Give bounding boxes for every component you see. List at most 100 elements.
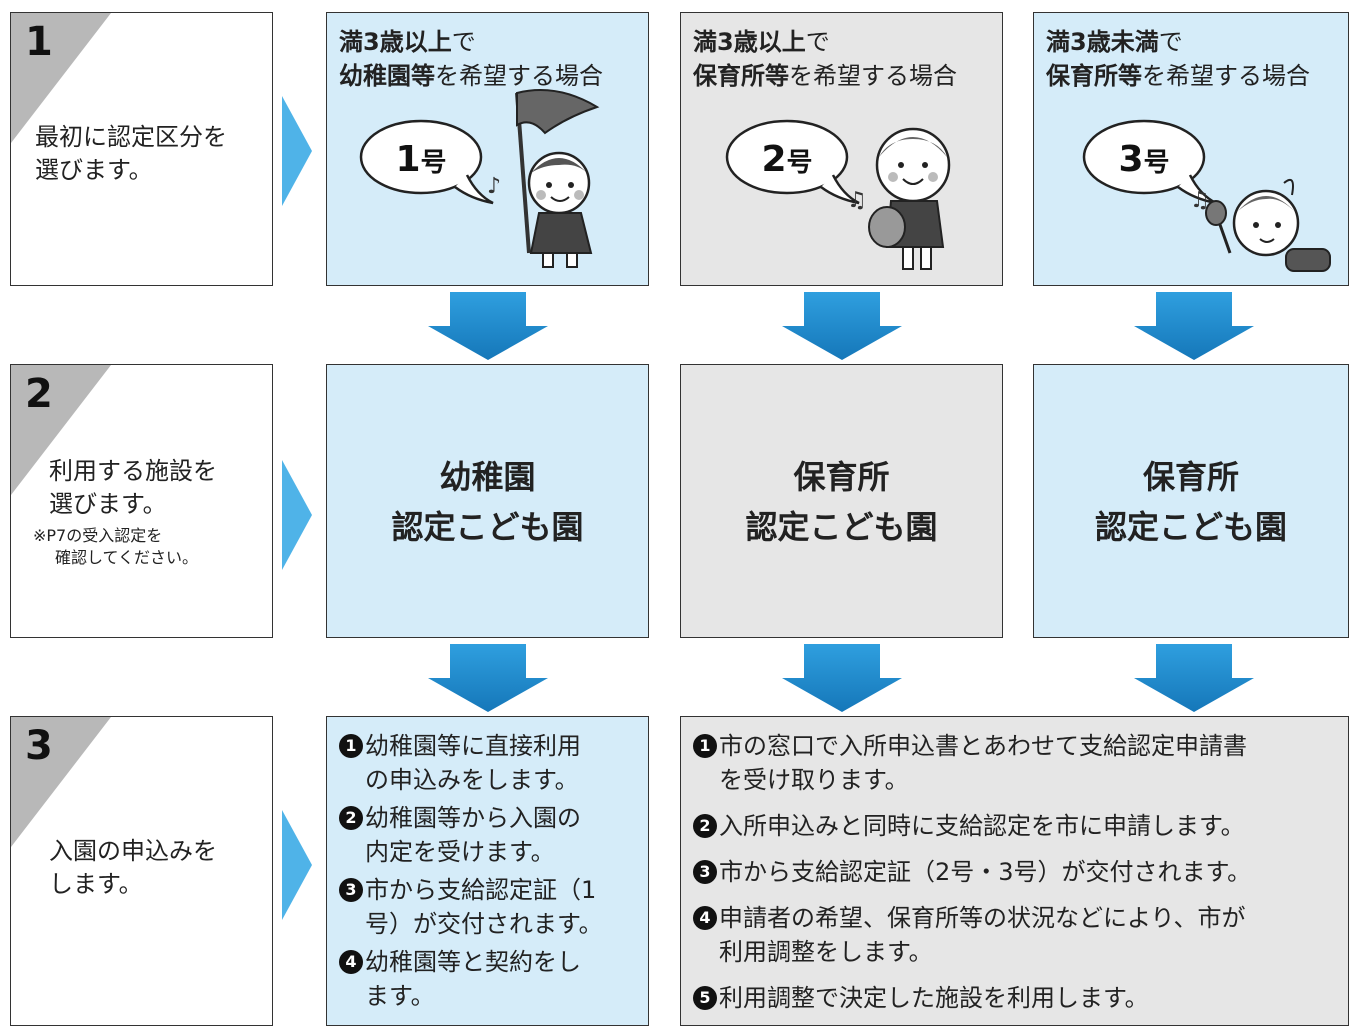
category-badge: 1号: [359, 139, 483, 180]
badge-number: 2: [761, 139, 787, 180]
step-note-line: 確認してください。: [55, 548, 199, 567]
step-marker: 3: [339, 878, 363, 902]
arrow-down-icon: [428, 292, 548, 360]
step-description-line: 選びます。: [35, 156, 153, 184]
category-heading-bold: 満3歳未満: [1046, 28, 1159, 56]
badge-unit: 号: [420, 148, 447, 178]
category-2-panel: 満3歳以上で 保育所等を希望する場合 2号 ♫: [680, 12, 1003, 286]
category-heading-bold: 保育所等: [1046, 62, 1142, 90]
procedure-step: 4 幼稚園等と契約をし ます。: [339, 945, 639, 1013]
step-description: 利用する施設を 選びます。: [49, 455, 217, 521]
child-with-flag-illustration: ♪: [487, 89, 600, 268]
facility-name: 認定こども園: [745, 508, 938, 546]
step-note-line: ※P7の受入認定を: [33, 526, 163, 545]
procedure-text: を受け取ります。: [719, 766, 909, 794]
step-number: 3: [25, 723, 53, 769]
baby-with-rattle-illustration: ♫: [1190, 179, 1331, 272]
procedure-text: の申込みをします。: [365, 766, 579, 794]
arrow-down-icon: [428, 644, 548, 712]
category-heading-bold: 満3歳以上: [339, 28, 452, 56]
category-heading-text: で: [1158, 28, 1183, 56]
category-heading-bold: 保育所等: [693, 62, 789, 90]
facility-name: 保育所: [1142, 458, 1239, 496]
speech-bubble: 1号: [359, 117, 509, 213]
svg-text:♫: ♫: [1190, 188, 1210, 213]
procedure-text: 申請者の希望、保育所等の状況などにより、市が: [719, 904, 1246, 932]
procedure-text: ます。: [365, 982, 435, 1010]
facility-name: 認定こども園: [1094, 508, 1287, 546]
chevron-right-icon: [282, 810, 312, 920]
badge-number: 3: [1118, 139, 1144, 180]
category-heading-bold: 幼稚園等: [339, 62, 435, 90]
facility-2-panel: 保育所 認定こども園: [680, 364, 1003, 638]
chevron-right-icon: [282, 460, 312, 570]
facility-3-panel: 保育所 認定こども園: [1033, 364, 1349, 638]
step-corner-shade: [11, 717, 111, 847]
step-marker: 1: [339, 734, 363, 758]
step-marker: 5: [693, 986, 717, 1010]
procedure-text: 市から支給認定証（1: [365, 876, 597, 904]
step-description-line: します。: [49, 870, 143, 898]
step-marker: 4: [693, 906, 717, 930]
category-heading: 満3歳以上で 幼稚園等を希望する場合: [339, 25, 603, 93]
step-corner-shade: [11, 13, 111, 143]
category-3-panel: 満3歳未満で 保育所等を希望する場合 3号 ♫: [1033, 12, 1349, 286]
step-marker: 3: [693, 860, 717, 884]
procedure-step: 1 市の窓口で入所申込書とあわせて支給認定申請書 を受け取ります。: [693, 729, 1343, 797]
svg-text:♪: ♪: [487, 174, 501, 199]
step-description-line: 入園の申込みを: [49, 837, 217, 865]
child-with-drum-illustration: ♫: [847, 127, 951, 270]
svg-text:♫: ♫: [847, 188, 867, 213]
facility-1-panel: 幼稚園 認定こども園: [326, 364, 649, 638]
step-corner-shade: [11, 365, 111, 495]
category-badge: 2号: [725, 139, 849, 180]
category-badge: 3号: [1082, 139, 1206, 180]
procedure-text: 内定を受けます。: [365, 838, 555, 866]
step-number: 1: [25, 19, 53, 65]
badge-number: 1: [395, 139, 421, 180]
step-3-box: 3 入園の申込みを します。: [10, 716, 273, 1026]
procedure-step: 2 入所申込みと同時に支給認定を市に申請します。: [693, 809, 1343, 843]
procedure-text: 幼稚園等に直接利用: [365, 732, 581, 760]
step-description-line: 利用する施設を: [49, 457, 217, 485]
step-number: 2: [25, 371, 53, 417]
category-1-panel: 満3歳以上で 幼稚園等を希望する場合 1号 ♪: [326, 12, 649, 286]
arrow-down-icon: [1134, 292, 1254, 360]
procedure-text: 入所申込みと同時に支給認定を市に申請します。: [719, 812, 1245, 840]
procedure-step: 3 市から支給認定証（1 号）が交付されます。: [339, 873, 639, 941]
badge-unit: 号: [1143, 148, 1170, 178]
category-heading-text: で: [451, 28, 476, 56]
arrow-down-icon: [1134, 644, 1254, 712]
category-heading-text: を希望する場合: [789, 62, 957, 90]
step-marker: 2: [693, 814, 717, 838]
category-heading: 満3歳以上で 保育所等を希望する場合: [693, 25, 957, 93]
category-heading-text: を希望する場合: [435, 62, 603, 90]
procedure-text: 市から支給認定証（2号・3号）が交付されます。: [719, 858, 1252, 886]
procedure-step: 4 申請者の希望、保育所等の状況などにより、市が 利用調整をします。: [693, 901, 1343, 969]
procedure-text: 利用調整で決定した施設を利用します。: [719, 984, 1149, 1012]
arrow-down-icon: [782, 292, 902, 360]
facility-name: 認定こども園: [391, 508, 584, 546]
step-description-line: 最初に認定区分を: [35, 123, 227, 151]
arrow-down-icon: [782, 644, 902, 712]
step-marker: 1: [693, 734, 717, 758]
category-heading-text: で: [805, 28, 830, 56]
procedure-text: 幼稚園等から入園の: [365, 804, 581, 832]
procedure-text: 市の窓口で入所申込書とあわせて支給認定申請書: [719, 732, 1247, 760]
procedure-step: 1 幼稚園等に直接利用 の申込みをします。: [339, 729, 639, 797]
step-description: 最初に認定区分を 選びます。: [35, 121, 227, 187]
procedure-list: 1 幼稚園等に直接利用 の申込みをします。 2 幼稚園等から入園の 内定を受けま…: [339, 729, 639, 1013]
speech-bubble: 2号: [725, 117, 875, 213]
procedure-text: 号）が交付されます。: [365, 910, 603, 938]
facility-name: 保育所: [793, 458, 890, 496]
category-heading-bold: 満3歳以上: [693, 28, 806, 56]
procedure-list: 1 市の窓口で入所申込書とあわせて支給認定申請書 を受け取ります。 2 入所申込…: [693, 729, 1343, 1015]
step-2-box: 2 利用する施設を 選びます。 ※P7の受入認定を 確認してください。: [10, 364, 273, 638]
badge-unit: 号: [786, 148, 813, 178]
procedure-step: 3 市から支給認定証（2号・3号）が交付されます。: [693, 855, 1343, 889]
step-marker: 2: [339, 806, 363, 830]
step-description-line: 選びます。: [49, 490, 167, 518]
chevron-right-icon: [282, 96, 312, 206]
procedure-step: 5 利用調整で決定した施設を利用します。: [693, 981, 1343, 1015]
kindergarten-procedure-panel: 1 幼稚園等に直接利用 の申込みをします。 2 幼稚園等から入園の 内定を受けま…: [326, 716, 649, 1026]
